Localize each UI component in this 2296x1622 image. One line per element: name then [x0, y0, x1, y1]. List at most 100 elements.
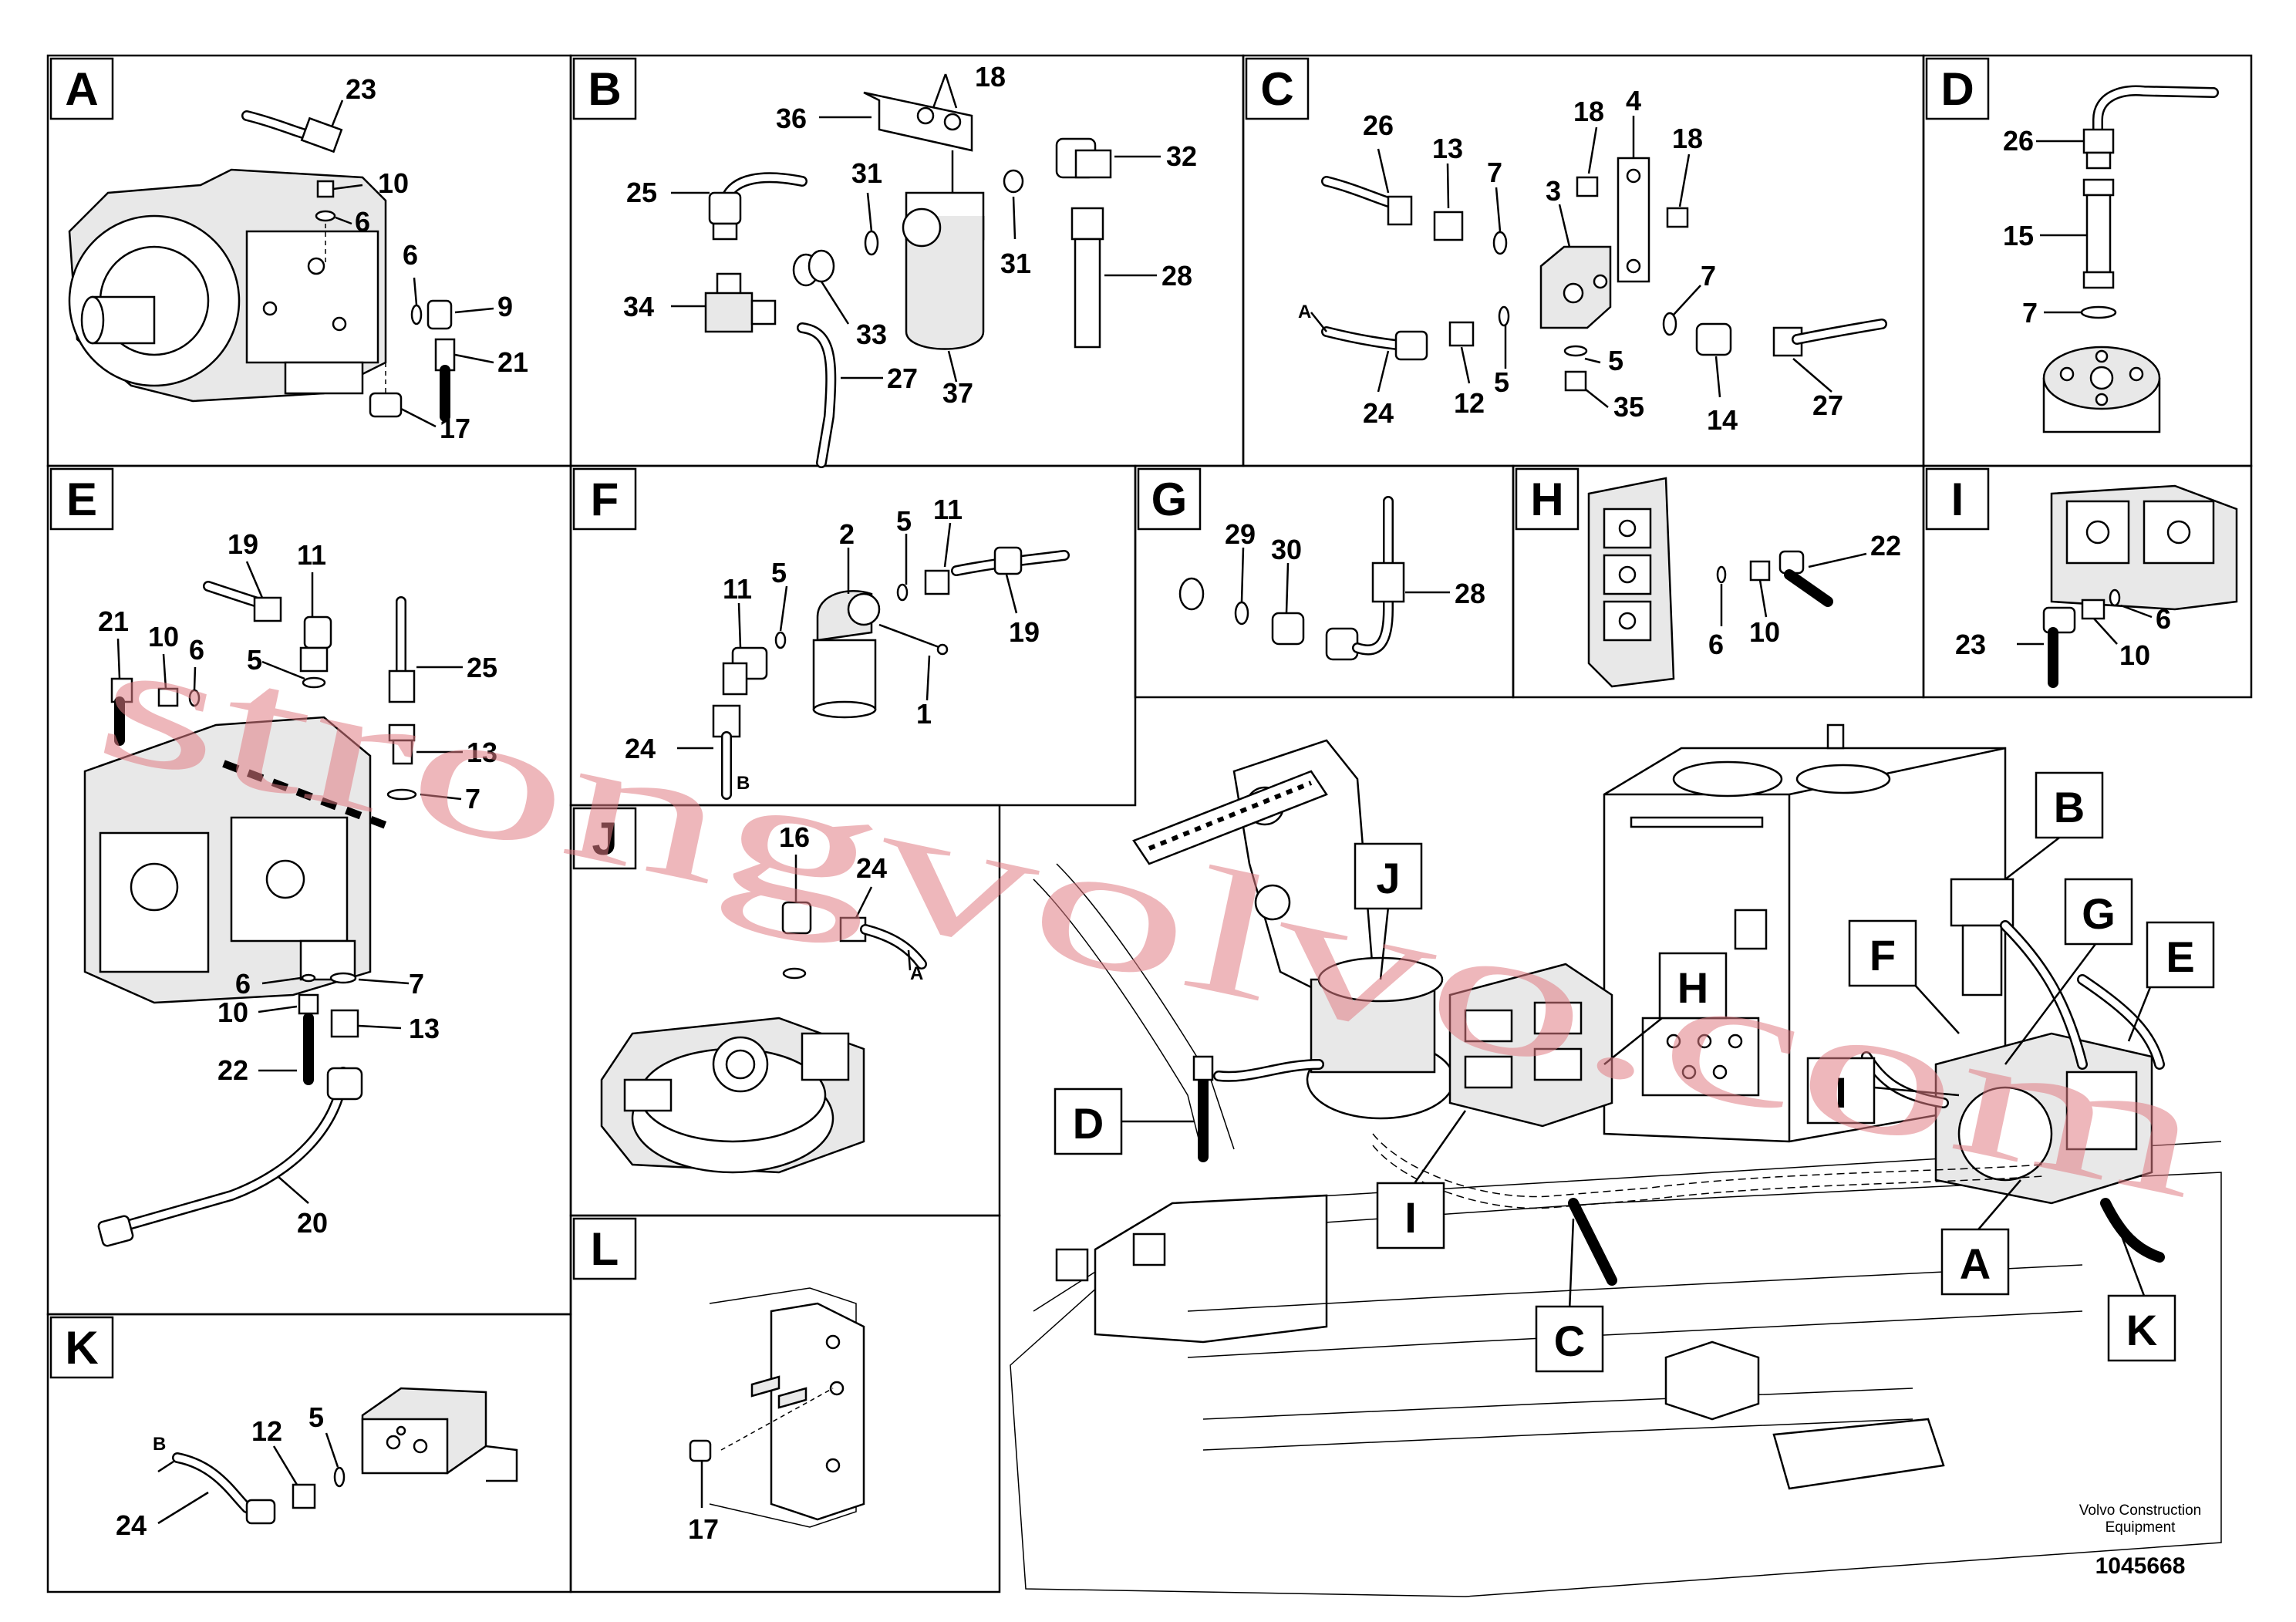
callout-k-24: 24 [116, 1509, 147, 1541]
overview-tag-g-text: G [2082, 889, 2116, 938]
overview-tag-b: B [2004, 771, 2104, 880]
callout-c-27: 27 [1812, 389, 1843, 421]
panel-letter-g-text: G [1151, 474, 1188, 525]
panel-c-drawing [1310, 116, 1887, 408]
callout-c-4: 4 [1626, 85, 1641, 116]
callout-b-31b: 31 [1000, 248, 1031, 279]
callout-e-6a: 6 [189, 634, 204, 666]
panel-i-drawing [2017, 484, 2238, 688]
panel-letter-a: A [49, 57, 114, 120]
panel-letter-b: B [572, 57, 637, 120]
callout-h-22: 22 [1870, 530, 1901, 561]
callout-b-31a: 31 [851, 157, 882, 189]
callout-c-3: 3 [1546, 175, 1561, 207]
panel-letter-a-text: A [65, 63, 98, 115]
callout-g-30: 30 [1271, 534, 1302, 565]
callout-e-7a: 7 [465, 783, 480, 814]
callout-h-10: 10 [1749, 616, 1780, 648]
callout-c-7a: 7 [1487, 157, 1502, 188]
panel-letter-i-text: I [1951, 474, 1964, 525]
overview-tag-e: E [2127, 921, 2215, 1042]
panel-letter-c: C [1245, 57, 1310, 120]
callout-c-18b: 18 [1672, 123, 1703, 154]
panel-letter-c-text: C [1260, 63, 1293, 115]
panel-letter-g: G [1137, 467, 1202, 531]
panel-b-drawing [671, 73, 1161, 468]
panel-d-drawing [2036, 85, 2219, 433]
callout-a-10: 10 [378, 167, 409, 199]
overview-tag-e-text: E [2166, 932, 2194, 981]
panel-letter-j-text: J [592, 813, 617, 865]
callout-f-5a: 5 [896, 505, 912, 537]
callout-h-6: 6 [1708, 629, 1724, 660]
panel-letter-h: H [1515, 467, 1580, 531]
overview-tag-i-right-text: I [1835, 1068, 1847, 1117]
callout-e-21: 21 [98, 605, 129, 637]
callout-c-5a: 5 [1608, 345, 1623, 376]
callout-l-17: 17 [688, 1513, 719, 1545]
overview-tag-k: K [2107, 1233, 2176, 1362]
overview-drawing [1010, 723, 2222, 1597]
callout-i-23: 23 [1955, 629, 1986, 660]
document-number: 1045668 [2095, 1553, 2186, 1579]
overview-tag-c-text: C [1554, 1317, 1585, 1365]
panel-letter-e-text: E [66, 474, 97, 525]
panel-letter-l: L [572, 1217, 637, 1280]
panel-f-drawing [677, 522, 1070, 800]
callout-b-32: 32 [1166, 140, 1197, 172]
callout-k-b: B [153, 1434, 166, 1455]
callout-d-7: 7 [2022, 297, 2038, 329]
callout-g-28: 28 [1455, 578, 1485, 609]
callout-b-37: 37 [942, 377, 973, 409]
panel-a-drawing [68, 99, 494, 428]
panel-k-drawing [157, 1387, 518, 1525]
callout-e-10a: 10 [148, 621, 179, 653]
overview-tag-f-text: F [1870, 931, 1896, 980]
callout-f-1: 1 [916, 698, 932, 730]
callout-a-23: 23 [346, 73, 376, 105]
callout-a-6b: 6 [403, 239, 418, 271]
overview-tag-f: F [1848, 919, 1960, 1034]
callout-b-33: 33 [856, 319, 887, 350]
panel-frames [46, 54, 2253, 1593]
callout-c-12: 12 [1454, 387, 1485, 419]
callout-b-28: 28 [1161, 260, 1192, 292]
overview-tag-i-right: I [1806, 1057, 1960, 1125]
callout-a-21: 21 [497, 346, 528, 378]
callout-b-18: 18 [975, 61, 1006, 93]
panel-letter-i: I [1925, 467, 1990, 531]
callout-b-36: 36 [776, 103, 807, 134]
panel-j-drawing [600, 855, 927, 1174]
callout-f-b: B [737, 773, 750, 794]
callout-k-12: 12 [251, 1415, 282, 1447]
callout-c-13: 13 [1432, 133, 1463, 164]
callout-f-11b: 11 [723, 573, 752, 605]
callout-d-26: 26 [2003, 125, 2034, 157]
callout-j-16: 16 [779, 821, 810, 853]
callout-e-19: 19 [228, 528, 258, 560]
callout-c-7b: 7 [1701, 260, 1716, 292]
callout-e-11: 11 [297, 539, 326, 571]
overview-tag-i-left: I [1376, 1110, 1467, 1249]
callout-a-9: 9 [497, 291, 513, 322]
overview-tag-h-text: H [1677, 963, 1708, 1012]
callout-e-25: 25 [467, 652, 497, 683]
callout-g-29: 29 [1225, 518, 1256, 550]
overview-tag-g: G [2004, 878, 2133, 1065]
panel-letter-f: F [572, 467, 637, 531]
callout-c-35: 35 [1613, 391, 1644, 423]
overview-tag-d: D [1054, 1088, 1194, 1155]
credit-line-1: Volvo Construction [2079, 1502, 2201, 1519]
callout-b-27: 27 [887, 363, 918, 394]
callout-j-a: A [910, 963, 923, 984]
callout-c-24: 24 [1363, 397, 1394, 429]
credit-line-2: Equipment [2106, 1519, 2176, 1536]
panel-letter-b-text: B [588, 63, 621, 115]
callout-e-7b: 7 [409, 968, 424, 1000]
callout-e-5: 5 [247, 644, 262, 676]
overview-tag-j-text: J [1376, 854, 1400, 902]
overview-tag-d-text: D [1073, 1099, 1104, 1148]
callout-e-6b: 6 [235, 968, 251, 1000]
panel-letter-h-text: H [1530, 474, 1563, 525]
